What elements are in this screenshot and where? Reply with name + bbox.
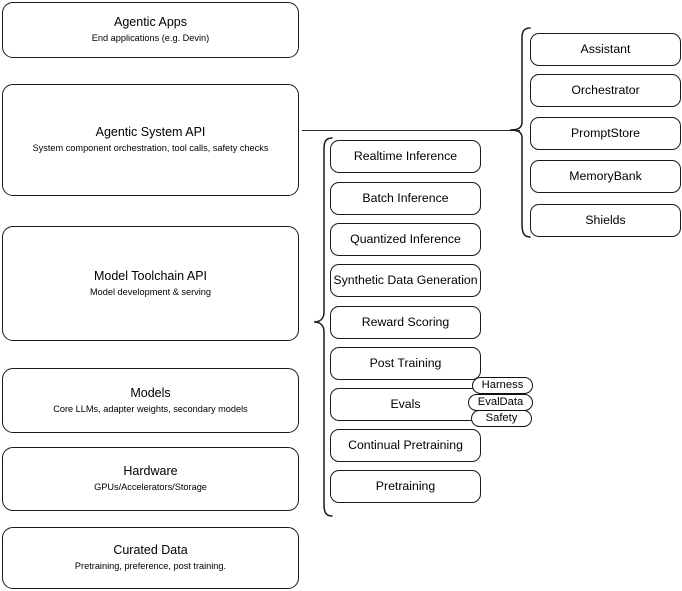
layer-subtitle: GPUs/Accelerators/Storage xyxy=(94,482,207,492)
chip-label: PromptStore xyxy=(570,126,641,140)
layer-card-models[interactable]: Models Core LLMs, adapter weights, secon… xyxy=(2,368,299,433)
pill-safety[interactable]: Safety xyxy=(471,410,532,427)
chip-label: Shields xyxy=(585,213,626,227)
layer-subtitle: Pretraining, preference, post training. xyxy=(74,561,227,571)
chip-reward-scoring[interactable]: Reward Scoring xyxy=(330,306,481,339)
pill-label: EvalData xyxy=(477,396,524,408)
chip-label: Synthetic Data Generation xyxy=(333,273,478,287)
chip-label: Assistant xyxy=(580,42,631,56)
layer-title: Models xyxy=(130,385,171,400)
layer-card-agentic-system-api[interactable]: Agentic System API System component orch… xyxy=(2,84,299,196)
chip-label: Quantized Inference xyxy=(350,232,461,246)
layer-title: Hardware xyxy=(123,464,178,478)
chip-shields[interactable]: Shields xyxy=(530,204,681,237)
chip-quantized-inference[interactable]: Quantized Inference xyxy=(330,223,481,256)
chip-label: Post Training xyxy=(369,356,442,370)
chip-memorybank[interactable]: MemoryBank xyxy=(530,160,681,193)
layer-title: Curated Data xyxy=(113,543,188,557)
chip-label: Pretraining xyxy=(375,479,436,493)
layer-title: Agentic Apps xyxy=(114,15,187,29)
chip-evals[interactable]: Evals xyxy=(330,388,481,421)
layer-subtitle: System component orchestration, tool cal… xyxy=(32,143,269,153)
chip-orchestrator[interactable]: Orchestrator xyxy=(530,74,681,107)
chip-post-training[interactable]: Post Training xyxy=(330,347,481,380)
layer-subtitle: End applications (e.g. Devin) xyxy=(91,33,210,43)
chip-label: Batch Inference xyxy=(362,191,449,205)
chip-label: Continual Pretraining xyxy=(348,438,463,452)
chip-promptstore[interactable]: PromptStore xyxy=(530,117,681,150)
chip-continual-pretraining[interactable]: Continual Pretraining xyxy=(330,429,481,462)
pill-evaldata[interactable]: EvalData xyxy=(468,394,533,411)
layer-title: Model Toolchain API xyxy=(93,268,208,283)
chip-label: Evals xyxy=(390,397,421,411)
connector-line-agentic-system xyxy=(302,130,520,131)
pill-label: Harness xyxy=(481,379,524,391)
chip-batch-inference[interactable]: Batch Inference xyxy=(330,182,481,215)
chip-label: MemoryBank xyxy=(569,169,642,183)
layer-card-agentic-apps[interactable]: Agentic Apps End applications (e.g. Devi… xyxy=(2,2,299,58)
chip-realtime-inference[interactable]: Realtime Inference xyxy=(330,140,481,173)
layer-subtitle: Core LLMs, adapter weights, secondary mo… xyxy=(53,403,248,414)
chip-label: Orchestrator xyxy=(571,83,640,97)
chip-pretraining[interactable]: Pretraining xyxy=(330,470,481,503)
chip-synthetic-data-generation[interactable]: Synthetic Data Generation xyxy=(330,264,481,297)
chip-label: Reward Scoring xyxy=(361,315,450,329)
layer-card-curated-data[interactable]: Curated Data Pretraining, preference, po… xyxy=(2,527,299,589)
layer-subtitle: Model development & serving xyxy=(89,286,212,297)
layer-title: Agentic System API xyxy=(95,125,206,139)
layer-card-hardware[interactable]: Hardware GPUs/Accelerators/Storage xyxy=(2,447,299,511)
layer-card-model-toolchain-api[interactable]: Model Toolchain API Model development & … xyxy=(2,226,299,341)
pill-label: Safety xyxy=(485,412,518,424)
pill-harness[interactable]: Harness xyxy=(472,377,533,394)
chip-assistant[interactable]: Assistant xyxy=(530,33,681,66)
chip-label: Realtime Inference xyxy=(353,149,458,163)
